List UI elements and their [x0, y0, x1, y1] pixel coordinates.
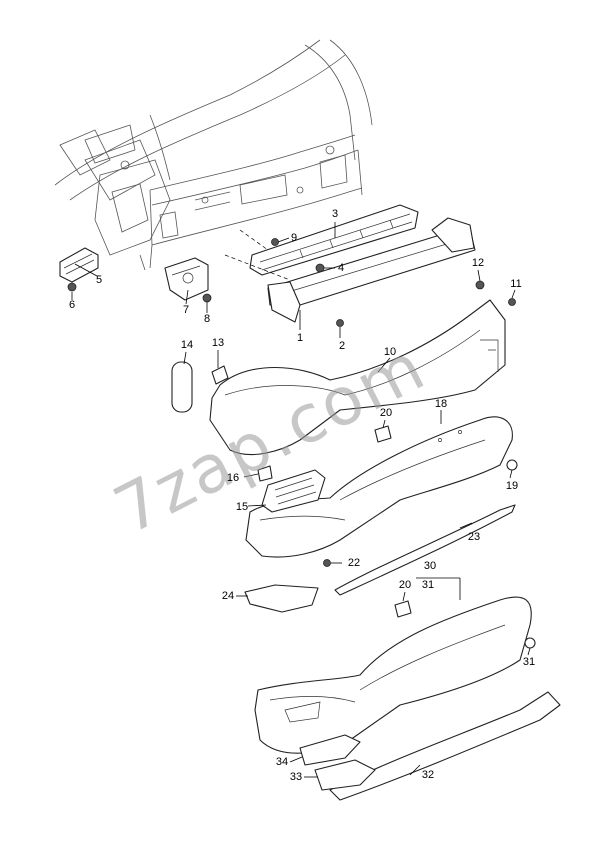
bracket-20 — [374, 425, 392, 443]
callout-31-upper: 31 — [422, 579, 434, 591]
clip-22 — [323, 559, 331, 567]
bracket-7 — [164, 257, 209, 301]
trim-34 — [299, 734, 361, 766]
callout-6: 6 — [69, 299, 75, 311]
callout-2: 2 — [339, 340, 345, 352]
callout-15: 15 — [236, 501, 248, 513]
callout-30: 30 — [424, 560, 436, 572]
clip-12 — [475, 280, 485, 290]
callout-34: 34 — [276, 756, 288, 768]
bracket-left-5 — [59, 247, 99, 283]
bracket-20-lower — [394, 600, 412, 618]
reflector-14 — [171, 361, 193, 413]
callout-22: 22 — [348, 557, 360, 569]
bumper-cover-18 — [245, 416, 513, 558]
vehicle-rear-body — [54, 39, 373, 271]
bracket-16 — [257, 465, 273, 482]
bumper-carrier-1 — [267, 217, 476, 323]
callout-7: 7 — [183, 304, 189, 316]
callout-14: 14 — [181, 339, 193, 351]
bumper-cover-10 — [209, 299, 506, 456]
callout-16: 16 — [227, 472, 239, 484]
assembly-line — [239, 229, 269, 251]
leader-lines — [71, 222, 531, 778]
callout-1: 1 — [297, 332, 303, 344]
callout-32: 32 — [422, 769, 434, 781]
diffuser-32 — [329, 691, 561, 801]
callout-3: 3 — [332, 208, 338, 220]
clip-19 — [506, 459, 518, 471]
callout-24: 24 — [222, 590, 234, 602]
callout-31-lower: 31 — [523, 656, 535, 668]
trim-strip-23 — [334, 504, 516, 596]
callout-8: 8 — [204, 313, 210, 325]
bracket-13 — [211, 365, 229, 385]
energy-absorber-3 — [249, 204, 419, 276]
callout-33: 33 — [290, 771, 302, 783]
callout-9: 9 — [291, 232, 297, 244]
clip-8 — [202, 293, 212, 303]
trim-24 — [244, 584, 319, 613]
screw-11 — [508, 298, 516, 306]
callout-13: 13 — [212, 337, 224, 349]
callout-19: 19 — [506, 480, 518, 492]
trim-33 — [314, 759, 376, 791]
callout-20-upper: 20 — [380, 407, 392, 419]
screw-2 — [336, 319, 344, 327]
callout-18: 18 — [435, 398, 447, 410]
clip-6 — [67, 282, 77, 292]
clip-31 — [524, 637, 536, 649]
callout-23: 23 — [468, 531, 480, 543]
assembly-line — [224, 254, 291, 281]
callout-4: 4 — [338, 262, 344, 274]
callout-12: 12 — [472, 257, 484, 269]
screw-9 — [271, 238, 279, 246]
callout-11: 11 — [510, 278, 521, 290]
callout-5: 5 — [96, 274, 102, 286]
callout-10: 10 — [384, 346, 396, 358]
callout-20-lower: 20 — [399, 579, 411, 591]
